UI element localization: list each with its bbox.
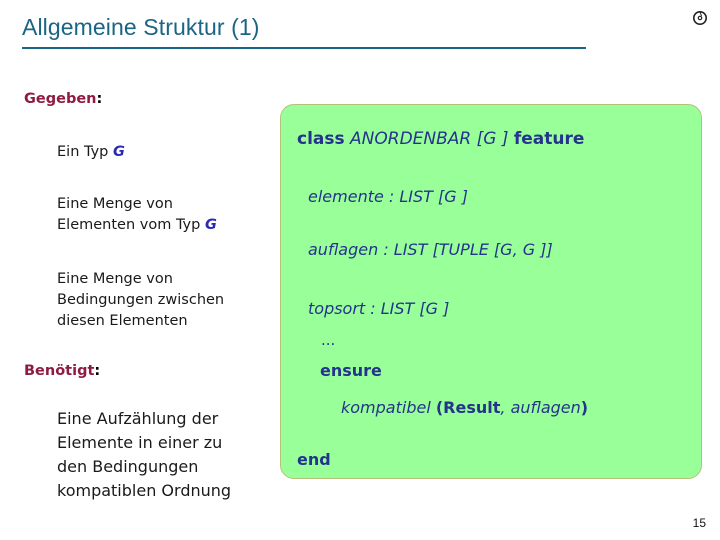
title-divider bbox=[22, 47, 586, 49]
code-line-topsort: topsort : LIST [G ] bbox=[308, 299, 450, 318]
item-beding-line1: Eine Menge von bbox=[57, 271, 173, 287]
item-beding-line3: diesen Elementen bbox=[57, 313, 188, 329]
item-ordnung-line2: Elemente in einer zu bbox=[57, 433, 223, 452]
item-beding-line2: Bedingungen zwischen bbox=[57, 292, 225, 308]
keyword-class: class bbox=[297, 129, 345, 149]
kompatibel-paren-close: ) bbox=[580, 398, 589, 417]
code-line-class: class ANORDENBAR [G ] feature bbox=[297, 129, 584, 149]
item-ordnung-line4: kompatiblen Ordnung bbox=[57, 481, 232, 500]
kompatibel-separator: , bbox=[500, 398, 511, 417]
page-title: Allgemeine Struktur (1) bbox=[22, 14, 260, 40]
code-line-elemente: elemente : LIST [G ] bbox=[308, 187, 468, 206]
item-ordnung-line3: den Bedingungen bbox=[57, 457, 199, 476]
code-panel: class ANORDENBAR [G ] feature elemente :… bbox=[280, 104, 702, 479]
keyword-feature: feature bbox=[513, 129, 585, 149]
item-menge-line1: Eine Menge von bbox=[57, 196, 173, 212]
item-menge-var: G bbox=[204, 217, 217, 233]
code-line-end: end bbox=[297, 450, 331, 469]
needed-heading-text: Benötigt bbox=[24, 363, 95, 379]
code-line-auflagen: auflagen : LIST [TUPLE [G, G ]] bbox=[308, 240, 553, 259]
kompatibel-result: Result bbox=[443, 398, 501, 417]
code-line-kompatibel: kompatibel (Result, auflagen) bbox=[341, 398, 588, 417]
code-line-ensure: ensure bbox=[320, 361, 382, 380]
page-number: 15 bbox=[692, 516, 706, 530]
list-item-typ: Ein Typ G bbox=[57, 142, 125, 163]
disc-icon bbox=[692, 10, 708, 26]
item-ordnung-line1: Eine Aufzählung der bbox=[57, 409, 219, 428]
given-heading-text: Gegeben bbox=[24, 91, 97, 107]
given-heading: Gegeben: bbox=[24, 91, 102, 107]
kompatibel-paren-open: ( bbox=[435, 398, 444, 417]
kompatibel-fn: kompatibel bbox=[341, 398, 436, 417]
given-heading-colon: : bbox=[96, 91, 103, 107]
item-menge-line2: Elementen vom Typ bbox=[57, 217, 205, 233]
code-line-ellipsis: ... bbox=[321, 331, 336, 349]
item-typ-var: G bbox=[112, 144, 125, 160]
class-name: ANORDENBAR [G ] bbox=[344, 129, 514, 149]
item-typ-text: Ein Typ bbox=[57, 144, 113, 160]
needed-heading: Benötigt: bbox=[24, 363, 100, 379]
kompatibel-arg: auflagen bbox=[510, 398, 581, 417]
needed-heading-colon: : bbox=[94, 363, 101, 379]
